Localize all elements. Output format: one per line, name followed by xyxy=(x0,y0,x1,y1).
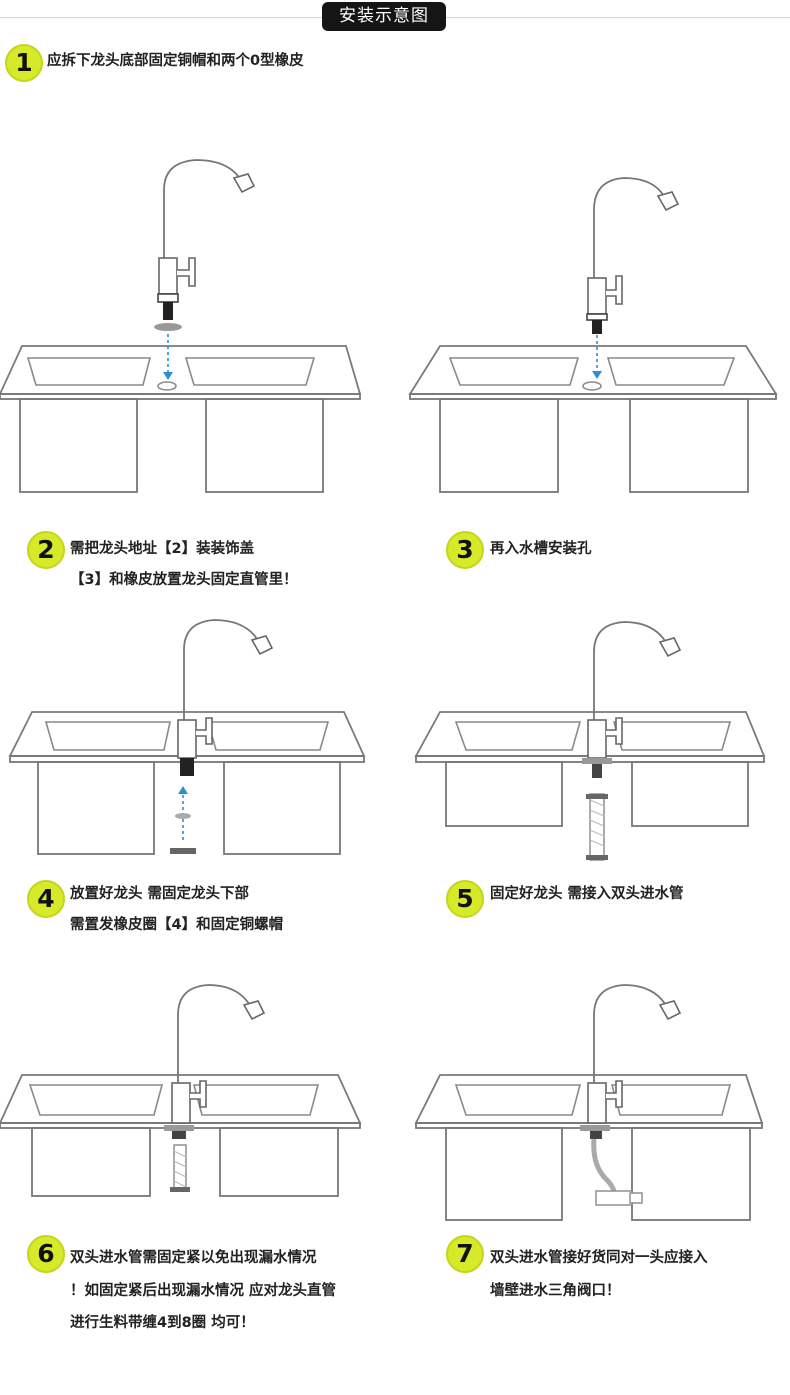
step-5-badge: 5 xyxy=(446,880,484,918)
step-2-text-line-1: 需把龙头地址【2】装装饰盖 xyxy=(70,541,255,557)
step-4-text-line-1: 放置好龙头 需固定龙头下部 xyxy=(70,886,250,902)
scene-step-5 xyxy=(414,984,764,1221)
step-2-text-line-2: 【3】和橡皮放置龙头固定直管里！ xyxy=(70,572,298,588)
page-title: 安装示意图 xyxy=(322,2,446,31)
step-6-text-line-1: 双头进水管需固定紧以免出现漏水情况 xyxy=(70,1250,317,1266)
step-7-text-line-2: 墙壁进水三角阀口！ xyxy=(490,1283,621,1299)
header-rule-left xyxy=(0,17,322,18)
step-1-badge: 1 xyxy=(5,44,43,82)
step-2-badge: 2 xyxy=(27,531,65,569)
scene-step-3 xyxy=(414,621,766,861)
scene-step-4 xyxy=(0,984,362,1197)
step-6-text-line-3: 进行生料带缠4到8圈 均可！ xyxy=(70,1315,255,1331)
step-4-text-line-2: 需置发橡皮圈【4】和固定铜螺帽 xyxy=(70,917,284,933)
scene-step-1-left xyxy=(0,159,362,493)
step-4-badge: 4 xyxy=(27,880,65,918)
step-3-badge: 3 xyxy=(446,531,484,569)
header-rule-right xyxy=(446,17,790,18)
step-5-text: 固定好龙头 需接入双头进水管 xyxy=(490,886,684,902)
step-3-text: 再入水槽安装孔 xyxy=(490,541,592,557)
step-6-text-line-2: ！如固定紧后出现漏水情况 应对龙头直管 xyxy=(70,1283,337,1299)
step-6-badge: 6 xyxy=(27,1235,65,1273)
scene-step-2 xyxy=(8,619,366,855)
scene-step-1-right xyxy=(408,177,778,493)
step-7-badge: 7 xyxy=(446,1235,484,1273)
step-1-text: 应拆下龙头底部固定铜帽和两个0型橡皮 xyxy=(47,53,304,69)
step-7-text-line-1: 双头进水管接好货同对一头应接入 xyxy=(490,1250,708,1266)
